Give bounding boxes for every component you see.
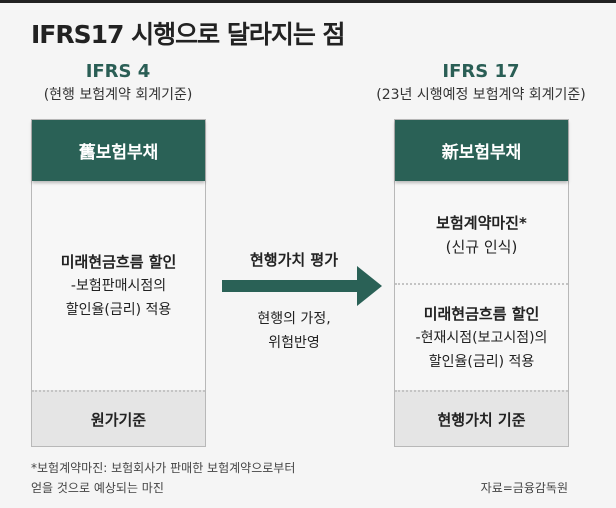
discount-line2: 할인율(금리) 적용 <box>428 353 535 370</box>
discount-line2: 할인율(금리) 적용 <box>65 301 172 318</box>
page-title: IFRS17 시행으로 달라지는 점 <box>31 20 346 49</box>
arrow-right-icon <box>222 266 382 306</box>
ifrs17-name: IFRS 17 <box>442 61 520 82</box>
arrow-desc-line2: 위험반영 <box>268 335 320 351</box>
old-liability-box: 舊보험부채 미래현금흐름 할인 -보험판매시점의 할인율(금리) 적용 원가기준 <box>31 119 206 447</box>
old-liability-footer: 원가기준 <box>32 390 205 446</box>
discount-line1: -현재시점(보고시점)의 <box>415 329 548 346</box>
new-liability-box: 新보험부채 보험계약마진* (신규 인식) 미래현금흐름 할인 -현재시점(보고… <box>394 119 569 447</box>
old-liability-body: 미래현금흐름 할인 -보험판매시점의 할인율(금리) 적용 <box>32 181 205 390</box>
new-liability-footer: 현행가치 기준 <box>395 390 568 446</box>
ifrs4-name: IFRS 4 <box>85 61 151 82</box>
source-credit: 자료=금융감독원 <box>480 481 568 495</box>
ifrs17-subtitle: (23년 시행예정 보험계약 회계기준) <box>376 87 586 103</box>
ifrs17-heading: IFRS 17 (23년 시행예정 보험계약 회계기준) <box>350 61 612 104</box>
footnote: *보험계약마진: 보험회사가 판매한 보험계약으로부터 얻을 것으로 예상되는 … <box>31 458 295 498</box>
new-liability-header: 新보험부채 <box>395 120 568 181</box>
discount-label: 미래현금흐름 할인 <box>423 304 540 323</box>
old-liability-header: 舊보험부채 <box>32 120 205 181</box>
discount-label: 미래현금흐름 할인 <box>60 252 177 271</box>
csm-label: 보험계약마진* <box>436 214 527 232</box>
arrow-desc-line1: 현행의 가정, <box>257 311 331 327</box>
csm-section: 보험계약마진* (신규 인식) <box>395 181 568 285</box>
footnote-line1: *보험계약마진: 보험회사가 판매한 보험계약으로부터 <box>31 461 296 475</box>
ifrs4-subtitle: (현행 보험계약 회계기준) <box>43 87 193 103</box>
csm-sub: (신규 인식) <box>445 238 518 256</box>
ifrs4-heading: IFRS 4 (현행 보험계약 회계기준) <box>3 61 233 104</box>
footnote-line2: 얻을 것으로 예상되는 마진 <box>31 481 164 495</box>
arrow-description: 현행의 가정, 위험반영 <box>214 307 374 355</box>
new-liability-body: 미래현금흐름 할인 -현재시점(보고시점)의 할인율(금리) 적용 <box>395 285 568 390</box>
arrow-label: 현행가치 평가 <box>249 251 339 269</box>
discount-line1: -보험판매시점의 <box>70 277 167 294</box>
